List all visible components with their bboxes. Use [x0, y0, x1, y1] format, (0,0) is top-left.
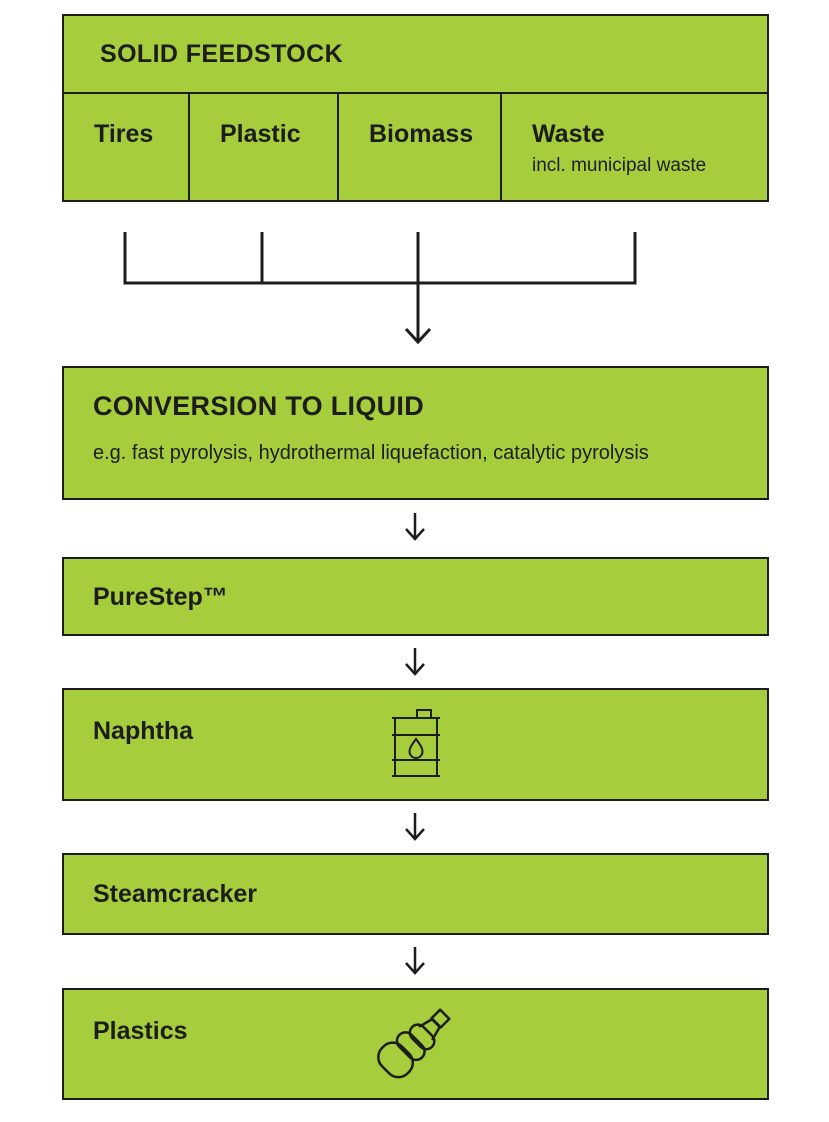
- feedstock-cell-plastic: Plastic: [190, 94, 339, 200]
- step-naphtha: Naphtha: [62, 688, 769, 801]
- feedstock-title: SOLID FEEDSTOCK: [100, 39, 344, 68]
- step-title: Steamcracker: [93, 880, 258, 908]
- feedstock-cell-note: incl. municipal waste: [532, 155, 707, 176]
- step-purestep: PureStep™: [62, 557, 769, 636]
- step-title: Plastics: [93, 1017, 188, 1045]
- feedstock-cell-tires: Tires: [64, 94, 190, 200]
- down-arrow-icon: [405, 947, 425, 975]
- feedstock-cell-waste: Waste incl. municipal waste: [502, 94, 767, 200]
- feedstock-table: SOLID FEEDSTOCK Tires Plastic Biomass Wa…: [62, 14, 769, 202]
- feedstock-merge-connector-icon: [123, 232, 637, 345]
- feedstock-cells: Tires Plastic Biomass Waste incl. munici…: [64, 94, 767, 200]
- feedstock-cell-label: Plastic: [220, 120, 301, 148]
- down-arrow-icon: [405, 513, 425, 541]
- feedstock-cell-label: Tires: [94, 120, 154, 148]
- step-subtitle: e.g. fast pyrolysis, hydrothermal liquef…: [93, 442, 649, 464]
- down-arrow-icon: [405, 648, 425, 676]
- feedstock-cell-label: Waste: [532, 120, 605, 148]
- step-conversion-to-liquid: CONVERSION TO LIQUID e.g. fast pyrolysis…: [62, 366, 769, 500]
- plastic-bottle-icon: [377, 1008, 451, 1079]
- step-plastics: Plastics: [62, 988, 769, 1100]
- feedstock-header: SOLID FEEDSTOCK: [64, 16, 767, 94]
- step-title: PureStep™: [93, 582, 228, 611]
- down-arrow-icon: [405, 813, 425, 841]
- feedstock-cell-biomass: Biomass: [339, 94, 502, 200]
- feedstock-cell-label: Biomass: [369, 120, 474, 148]
- oil-barrel-icon: [392, 709, 440, 777]
- step-title: Naphtha: [93, 717, 193, 745]
- step-title: CONVERSION TO LIQUID: [93, 391, 425, 421]
- step-steamcracker: Steamcracker: [62, 853, 769, 935]
